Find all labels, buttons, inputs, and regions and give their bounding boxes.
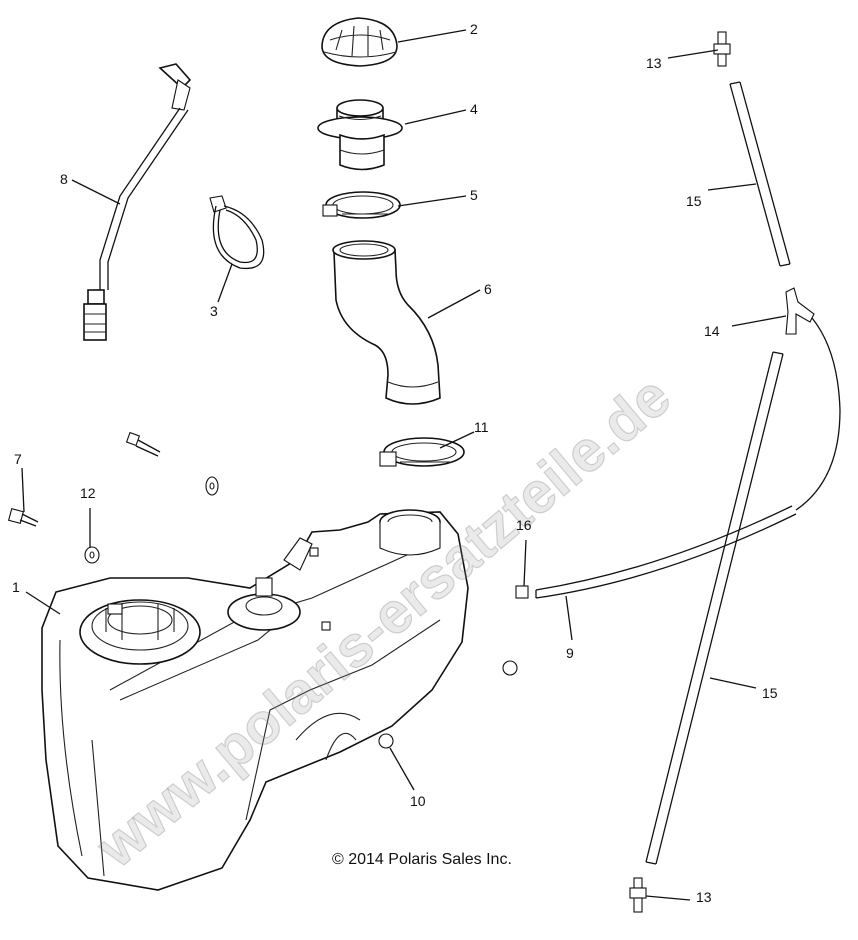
part-y-fitting — [785, 287, 815, 335]
part-filler-neck — [317, 99, 403, 171]
callout-14: 14 — [704, 323, 720, 339]
callout-10: 10 — [410, 793, 426, 809]
leader-lines — [21, 29, 787, 901]
part-nut-right — [502, 660, 518, 676]
callout-8: 8 — [60, 171, 68, 187]
callout-3: 3 — [210, 303, 218, 319]
callout-5: 5 — [470, 187, 478, 203]
callout-1: 1 — [12, 579, 20, 595]
part-vent-hose-upper — [729, 81, 791, 267]
callout-2: 2 — [470, 21, 478, 37]
callout-4: 4 — [470, 101, 478, 117]
callout-6: 6 — [484, 281, 492, 297]
part-hose-fitting-bottom — [629, 877, 647, 913]
callout-numbers: 2 4 5 6 8 3 1 7 12 11 10 9 16 13 13 14 1… — [12, 21, 778, 905]
part-hose-clamp-lower — [379, 437, 465, 467]
callout-7: 7 — [14, 451, 22, 467]
part-small-cap — [515, 585, 529, 599]
callout-16: 16 — [516, 517, 532, 533]
callout-9: 9 — [566, 645, 574, 661]
part-filler-hose — [332, 240, 441, 405]
callout-13-top: 13 — [646, 55, 662, 71]
part-bolt-upper — [125, 431, 161, 457]
part-strap — [209, 195, 265, 270]
part-bolt-left — [7, 507, 39, 527]
part-vent-hose-lower — [645, 351, 784, 865]
part-fuel-cap — [321, 17, 398, 67]
part-washer-left — [84, 546, 100, 564]
callout-15-top: 15 — [686, 193, 702, 209]
callout-12: 12 — [80, 485, 96, 501]
part-nut-bottom — [378, 733, 394, 749]
copyright-text: © 2014 Polaris Sales Inc. — [332, 851, 512, 868]
callout-13-bottom: 13 — [696, 889, 712, 905]
part-vent-line-long — [535, 317, 841, 599]
part-fuel-tank — [41, 509, 469, 891]
part-hose-clamp-upper — [322, 191, 401, 219]
part-hose-fitting-top — [713, 31, 731, 67]
part-washer-upper — [205, 476, 219, 496]
callout-15-bottom: 15 — [762, 685, 778, 701]
callout-11: 11 — [474, 419, 489, 435]
part-vent-line — [83, 63, 192, 341]
